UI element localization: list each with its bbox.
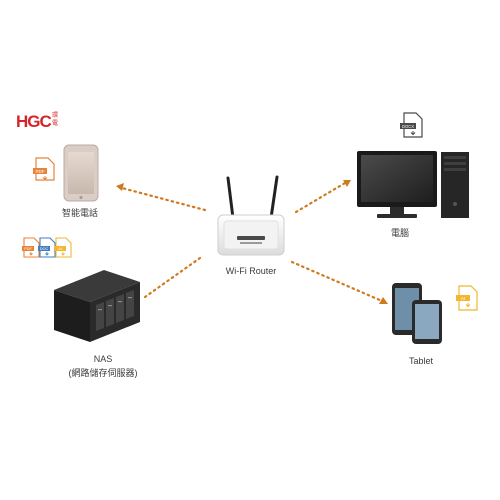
arrowhead-tablet <box>379 297 388 304</box>
router-label: Wi-Fi Router <box>225 266 277 276</box>
smartphone-icon <box>63 144 99 202</box>
svg-text:AI: AI <box>58 247 62 251</box>
wifi-router-icon <box>217 175 285 256</box>
nas-label-line2: (網路儲存伺服器) <box>68 368 138 378</box>
arrowhead-phone <box>116 183 124 191</box>
arrow-router-tablet <box>290 260 384 303</box>
svg-text:AI: AI <box>461 296 465 301</box>
arrow-router-nas <box>143 256 202 299</box>
logo-subtext-1: 環 <box>52 112 58 119</box>
computer-label: 電腦 <box>390 228 409 238</box>
logo-text: HGC <box>16 112 52 131</box>
svg-text:PDF: PDF <box>24 247 32 251</box>
desktop-computer-icon <box>357 151 469 218</box>
arrowhead-computer <box>343 180 351 187</box>
svg-text:DOC: DOC <box>40 247 49 251</box>
pdf-file-icon: PDF <box>33 157 55 181</box>
svg-text:PDF: PDF <box>36 169 45 174</box>
nas-icon <box>54 270 140 342</box>
nas-label-line1: NAS <box>93 354 113 364</box>
arrow-heads <box>116 180 388 304</box>
ai-file-icon: AI <box>456 285 478 311</box>
svg-text:DOCX: DOCX <box>402 124 414 129</box>
tablet-icon <box>392 283 442 344</box>
arrow-router-computer <box>294 181 347 214</box>
phone-label: 智能電話 <box>61 208 98 218</box>
file-group-icon: PDF DOC AI <box>22 237 72 258</box>
ai-file-icon-small: AI <box>54 237 72 258</box>
logo-subtext-2: 電 <box>52 120 58 127</box>
connection-arrows <box>120 181 384 303</box>
tablet-label: Tablet <box>408 356 434 366</box>
docx-file-icon: DOCX <box>400 112 423 138</box>
arrow-router-phone <box>120 186 207 212</box>
hgc-logo: HGC 環 電 <box>16 112 58 131</box>
doc-file-icon-small: DOC <box>38 237 56 258</box>
